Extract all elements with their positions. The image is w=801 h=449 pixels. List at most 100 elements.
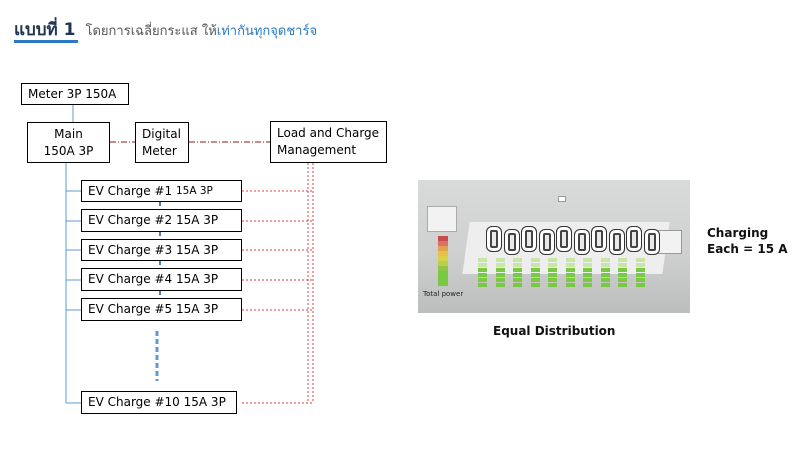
charging-bar-segment — [513, 278, 522, 282]
charging-bar-segment — [583, 283, 592, 287]
charging-bar-segment — [600, 273, 610, 277]
charger-4-name: EV Charge #4 — [88, 272, 173, 286]
charging-bar-segment — [478, 258, 487, 262]
digital-meter-box: Digital Meter — [135, 122, 189, 163]
charging-bar-segment — [513, 268, 522, 272]
charging-bar-segment — [600, 268, 610, 272]
charging-bar-segment — [565, 283, 575, 287]
heading-main: แบบที่ 1 — [14, 20, 76, 40]
parked-car — [591, 226, 607, 252]
digital-label-line2: Meter — [142, 143, 177, 158]
load-charge-management-box: Load and Charge Management — [270, 121, 387, 163]
parked-car — [573, 229, 590, 255]
charging-bar-segment — [478, 263, 487, 267]
charging-bar-segment — [635, 268, 645, 272]
charging-bar-segment — [530, 268, 540, 272]
charging-bar-segment — [530, 273, 540, 277]
charging-bar-segment — [548, 283, 557, 287]
power-level-segment — [438, 281, 448, 286]
heading-underline — [14, 40, 78, 43]
charging-bar-segment — [618, 283, 627, 287]
charging-bar-segment — [548, 273, 557, 277]
charging-bar-segment — [635, 258, 645, 262]
charging-bar-segment — [583, 258, 592, 262]
charger-1-rating: 15A 3P — [176, 184, 213, 197]
digital-label-line1: Digital — [142, 126, 181, 141]
charger-4-rating: 15A 3P — [176, 272, 219, 286]
parked-car — [608, 229, 625, 255]
ev-charger-4: EV Charge #4 15A 3P — [81, 268, 242, 291]
parked-car — [556, 226, 572, 252]
charging-bar-segment — [530, 258, 540, 262]
power-level-segment — [438, 236, 448, 241]
ev-charger-2: EV Charge #2 15A 3P — [81, 209, 242, 232]
charger-5-name: EV Charge #5 — [88, 302, 173, 316]
charging-bar-segment — [583, 268, 592, 272]
parked-car — [486, 226, 502, 252]
power-level-segment — [438, 251, 448, 256]
meter-box: Meter 3P 150A — [21, 83, 129, 105]
heading-subtitle: โดยการเฉลี่ยกระแส ให้ — [85, 24, 217, 39]
charging-bar-segment — [618, 258, 627, 262]
parked-car — [521, 226, 537, 252]
parked-car — [643, 229, 660, 255]
charging-bar-segment — [548, 263, 557, 267]
charging-bar-segment — [583, 263, 592, 267]
charger-3-rating: 15A 3P — [176, 242, 219, 257]
charging-bar-segment — [583, 273, 592, 277]
charging-bar-segment — [635, 263, 645, 267]
charging-bar-segment — [600, 278, 610, 282]
charging-bar-segment — [513, 283, 522, 287]
parked-car — [503, 229, 520, 255]
charging-bar-segment — [530, 283, 540, 287]
parked-car — [538, 229, 555, 255]
total-power-label: Total power — [423, 290, 464, 298]
charging-station — [658, 230, 682, 254]
charging-bar-segment — [565, 263, 575, 267]
charging-bar-segment — [618, 268, 627, 272]
page-heading: แบบที่ 1 โดยการเฉลี่ยกระแส ให้ เท่ากันทุ… — [14, 16, 317, 42]
charging-bar-segment — [530, 278, 540, 282]
charging-bar-segment — [618, 273, 627, 277]
charging-bar-segment — [478, 268, 487, 272]
charging-bar-segment — [600, 283, 610, 287]
charging-note-line1: Charging — [707, 226, 769, 240]
charging-bar-segment — [495, 263, 505, 267]
ev-charger-5: EV Charge #5 15A 3P — [81, 298, 242, 321]
charging-bar-segment — [583, 278, 592, 282]
charger-10-rating: 15A 3P — [183, 395, 226, 409]
main-breaker-box: Main 150A 3P — [27, 122, 110, 163]
main-label-line2: 150A 3P — [43, 143, 94, 158]
ev-charger-1: EV Charge #1 15A 3P — [81, 180, 242, 202]
charger-10-name: EV Charge #10 — [88, 395, 180, 409]
lcm-label-line2: Management — [277, 143, 357, 157]
charger-2-name: EV Charge #2 — [88, 213, 173, 227]
charger-5-rating: 15A 3P — [176, 302, 219, 316]
charger-1-name: EV Charge #1 — [88, 183, 173, 198]
illustration-caption: Equal Distribution — [493, 324, 616, 338]
charging-bar-segment — [548, 268, 557, 272]
ev-charger-10: EV Charge #10 15A 3P — [81, 391, 237, 414]
parked-car — [626, 226, 642, 252]
power-level-segment — [438, 246, 448, 251]
power-level-segment — [438, 271, 448, 276]
charging-bar-segment — [513, 273, 522, 277]
charging-note-line2: Each = 15 A — [707, 242, 788, 256]
power-level-segment — [438, 241, 448, 246]
lcm-label-line1: Load and Charge — [277, 126, 380, 140]
power-level-segment — [438, 256, 448, 261]
charging-bar-segment — [548, 258, 557, 262]
ev-charger-3: EV Charge #3 15A 3P — [81, 239, 242, 261]
charging-bar-segment — [565, 273, 575, 277]
charging-bar-segment — [478, 273, 487, 277]
charging-bar-segment — [600, 263, 610, 267]
charging-bar-segment — [635, 273, 645, 277]
charging-note: Charging Each = 15 A — [707, 225, 788, 257]
charging-bar-segment — [635, 278, 645, 282]
charging-bar-segment — [495, 283, 505, 287]
charging-bar-segment — [495, 278, 505, 282]
power-cabinet — [427, 206, 457, 232]
charging-bar-segment — [513, 263, 522, 267]
power-level-segment — [438, 266, 448, 271]
